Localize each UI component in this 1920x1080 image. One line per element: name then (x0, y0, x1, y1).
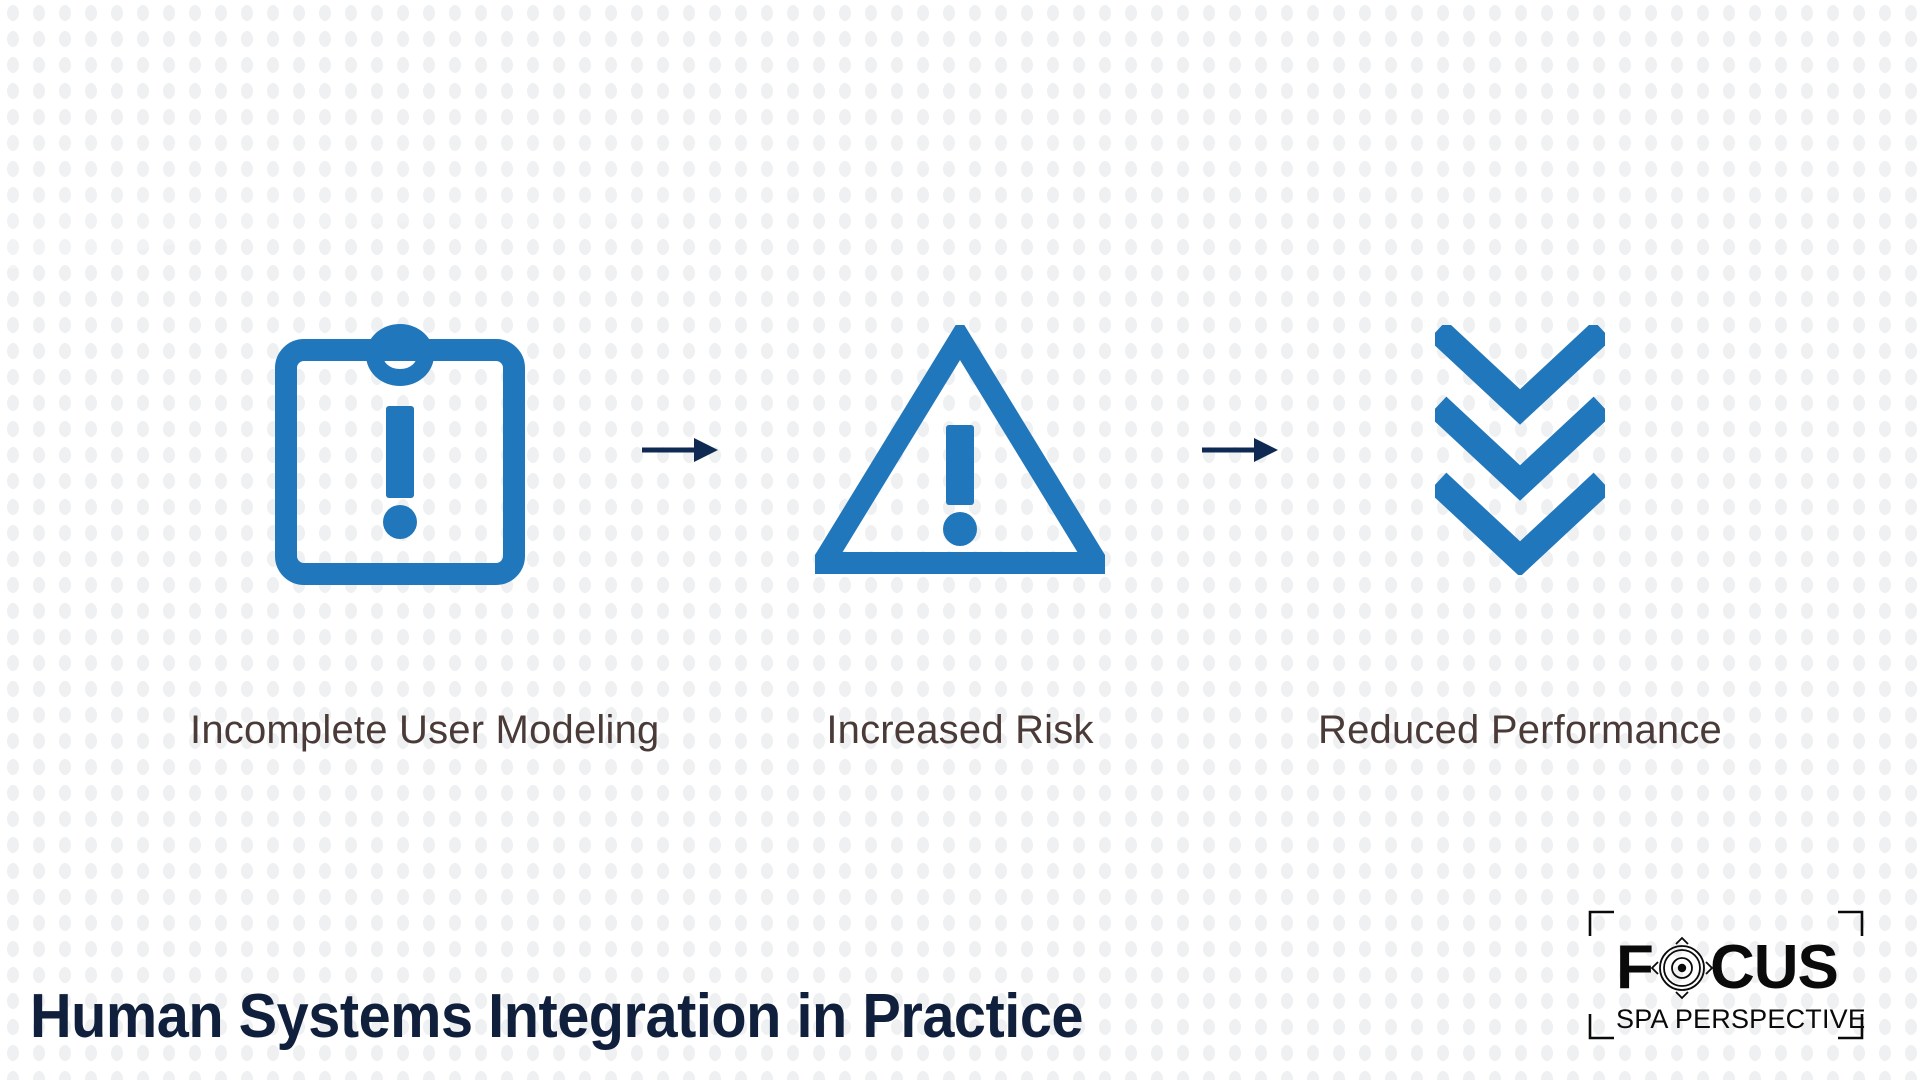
logo-tagline: SPA PERSPECTIVES (1616, 1004, 1864, 1034)
process-flow-row (0, 300, 1920, 600)
logo-wordmark-prefix: F (1616, 933, 1654, 1002)
focus-logo: F CUS SPA PERSPECTIVES (1588, 910, 1864, 1040)
flow-step-2 (750, 300, 1170, 600)
flow-connector-1 (610, 300, 750, 600)
focus-target-icon (1650, 936, 1714, 1000)
flow-label-3: Reduced Performance (1317, 707, 1722, 752)
corner-bracket (1588, 910, 1864, 1040)
process-flow-labels: Incomplete User Modeling Increased Risk … (0, 690, 1920, 770)
arrow-right-icon (1202, 438, 1278, 462)
clipboard-alert-icon (275, 324, 525, 585)
warning-triangle-icon (815, 325, 1105, 574)
flow-label-1: Incomplete User Modeling (190, 707, 660, 752)
arrow-right-icon (642, 438, 718, 462)
logo-wordmark-suffix: CUS (1710, 933, 1838, 1002)
flow-connector-2 (1170, 300, 1310, 600)
flow-step-3 (1310, 300, 1730, 600)
triple-chevron-down-icon (1435, 325, 1605, 575)
flow-step-1 (190, 300, 610, 600)
flow-label-2: Increased Risk (826, 707, 1094, 752)
slide-title: Human Systems Integration in Practice (30, 982, 1084, 1051)
